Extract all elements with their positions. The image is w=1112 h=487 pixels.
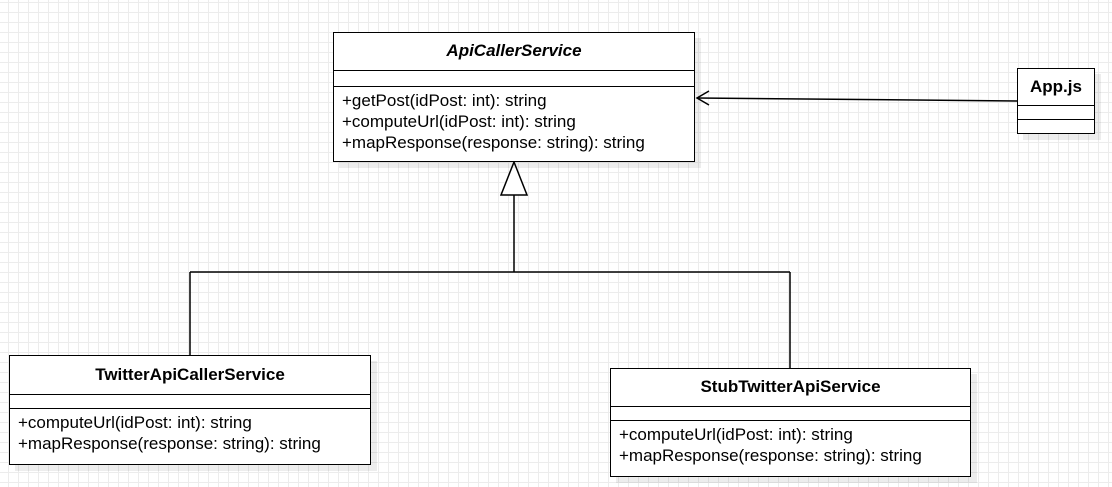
class-api-caller-service[interactable]: ApiCallerService +getPost(idPost: int): … bbox=[333, 32, 695, 162]
operation: +mapResponse(response: string): string bbox=[342, 133, 645, 152]
association-line-app-to-apicaller[interactable] bbox=[696, 97, 1018, 102]
class-name: StubTwitterApiService bbox=[700, 377, 881, 396]
class-name: ApiCallerService bbox=[446, 41, 582, 60]
operation: +computeUrl(idPost: int): string bbox=[18, 413, 252, 432]
operations-compartment: +computeUrl(idPost: int): string +mapRes… bbox=[10, 408, 370, 454]
operations-compartment: +getPost(idPost: int): string +computeUr… bbox=[334, 86, 694, 153]
operation: +mapResponse(response: string): string bbox=[18, 434, 321, 453]
class-stub-twitter-api-service[interactable]: StubTwitterApiService +computeUrl(idPost… bbox=[610, 368, 971, 477]
attributes-compartment bbox=[334, 70, 694, 86]
attributes-compartment bbox=[611, 406, 970, 420]
operation: +computeUrl(idPost: int): string bbox=[342, 112, 576, 131]
open-arrowhead bbox=[695, 90, 710, 106]
attributes-compartment bbox=[1018, 105, 1094, 119]
operation: +mapResponse(response: string): string bbox=[619, 446, 922, 465]
operations-compartment bbox=[1018, 119, 1094, 132]
operation: +computeUrl(idPost: int): string bbox=[619, 425, 853, 444]
attributes-compartment bbox=[10, 394, 370, 408]
operations-compartment: +computeUrl(idPost: int): string +mapRes… bbox=[611, 420, 970, 466]
class-name: App.js bbox=[1030, 77, 1082, 96]
class-name: TwitterApiCallerService bbox=[95, 365, 285, 384]
operation: +getPost(idPost: int): string bbox=[342, 91, 547, 110]
class-twitter-api-caller-service[interactable]: TwitterApiCallerService +computeUrl(idPo… bbox=[9, 355, 371, 465]
generalization-hollow-triangle bbox=[499, 159, 529, 196]
class-app-js[interactable]: App.js bbox=[1017, 68, 1095, 134]
